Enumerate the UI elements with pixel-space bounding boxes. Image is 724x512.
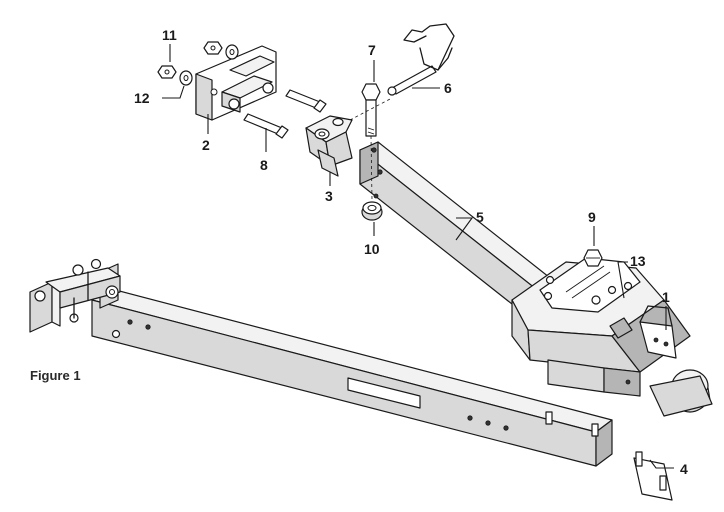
part-12-washers [179,44,239,86]
callout-11: 11 [162,27,177,43]
callout-7: 7 [368,42,376,58]
figure-caption: Figure 1 [30,368,81,383]
callout-2: 2 [202,137,210,153]
part-11-nuts [157,41,223,79]
part-9-nut [583,249,603,267]
callout-5: 5 [476,209,484,225]
leader-lines [162,44,674,469]
left-end-bracket [29,258,121,339]
part-8-bolts [243,89,327,139]
callout-8: 8 [260,157,268,173]
part-7-bolt [361,83,381,137]
side-arm [91,287,613,467]
coupler-housing [511,257,713,417]
callout-3: 3 [325,188,333,204]
part-2-mounting-plate [195,45,277,121]
part-4-clamp-plate [633,451,673,501]
part-6-pin-and-clip [387,23,455,96]
callout-6: 6 [444,80,452,96]
callout-13: 13 [630,253,646,269]
callout-1: 1 [662,289,670,305]
assembly-lines [349,97,393,201]
part-10-lock-nut [361,201,383,221]
callout-10: 10 [364,241,380,257]
part-3-clevis-bracket [305,115,353,177]
callout-9: 9 [588,209,596,225]
callout-4: 4 [680,461,688,477]
callout-12: 12 [134,90,150,106]
